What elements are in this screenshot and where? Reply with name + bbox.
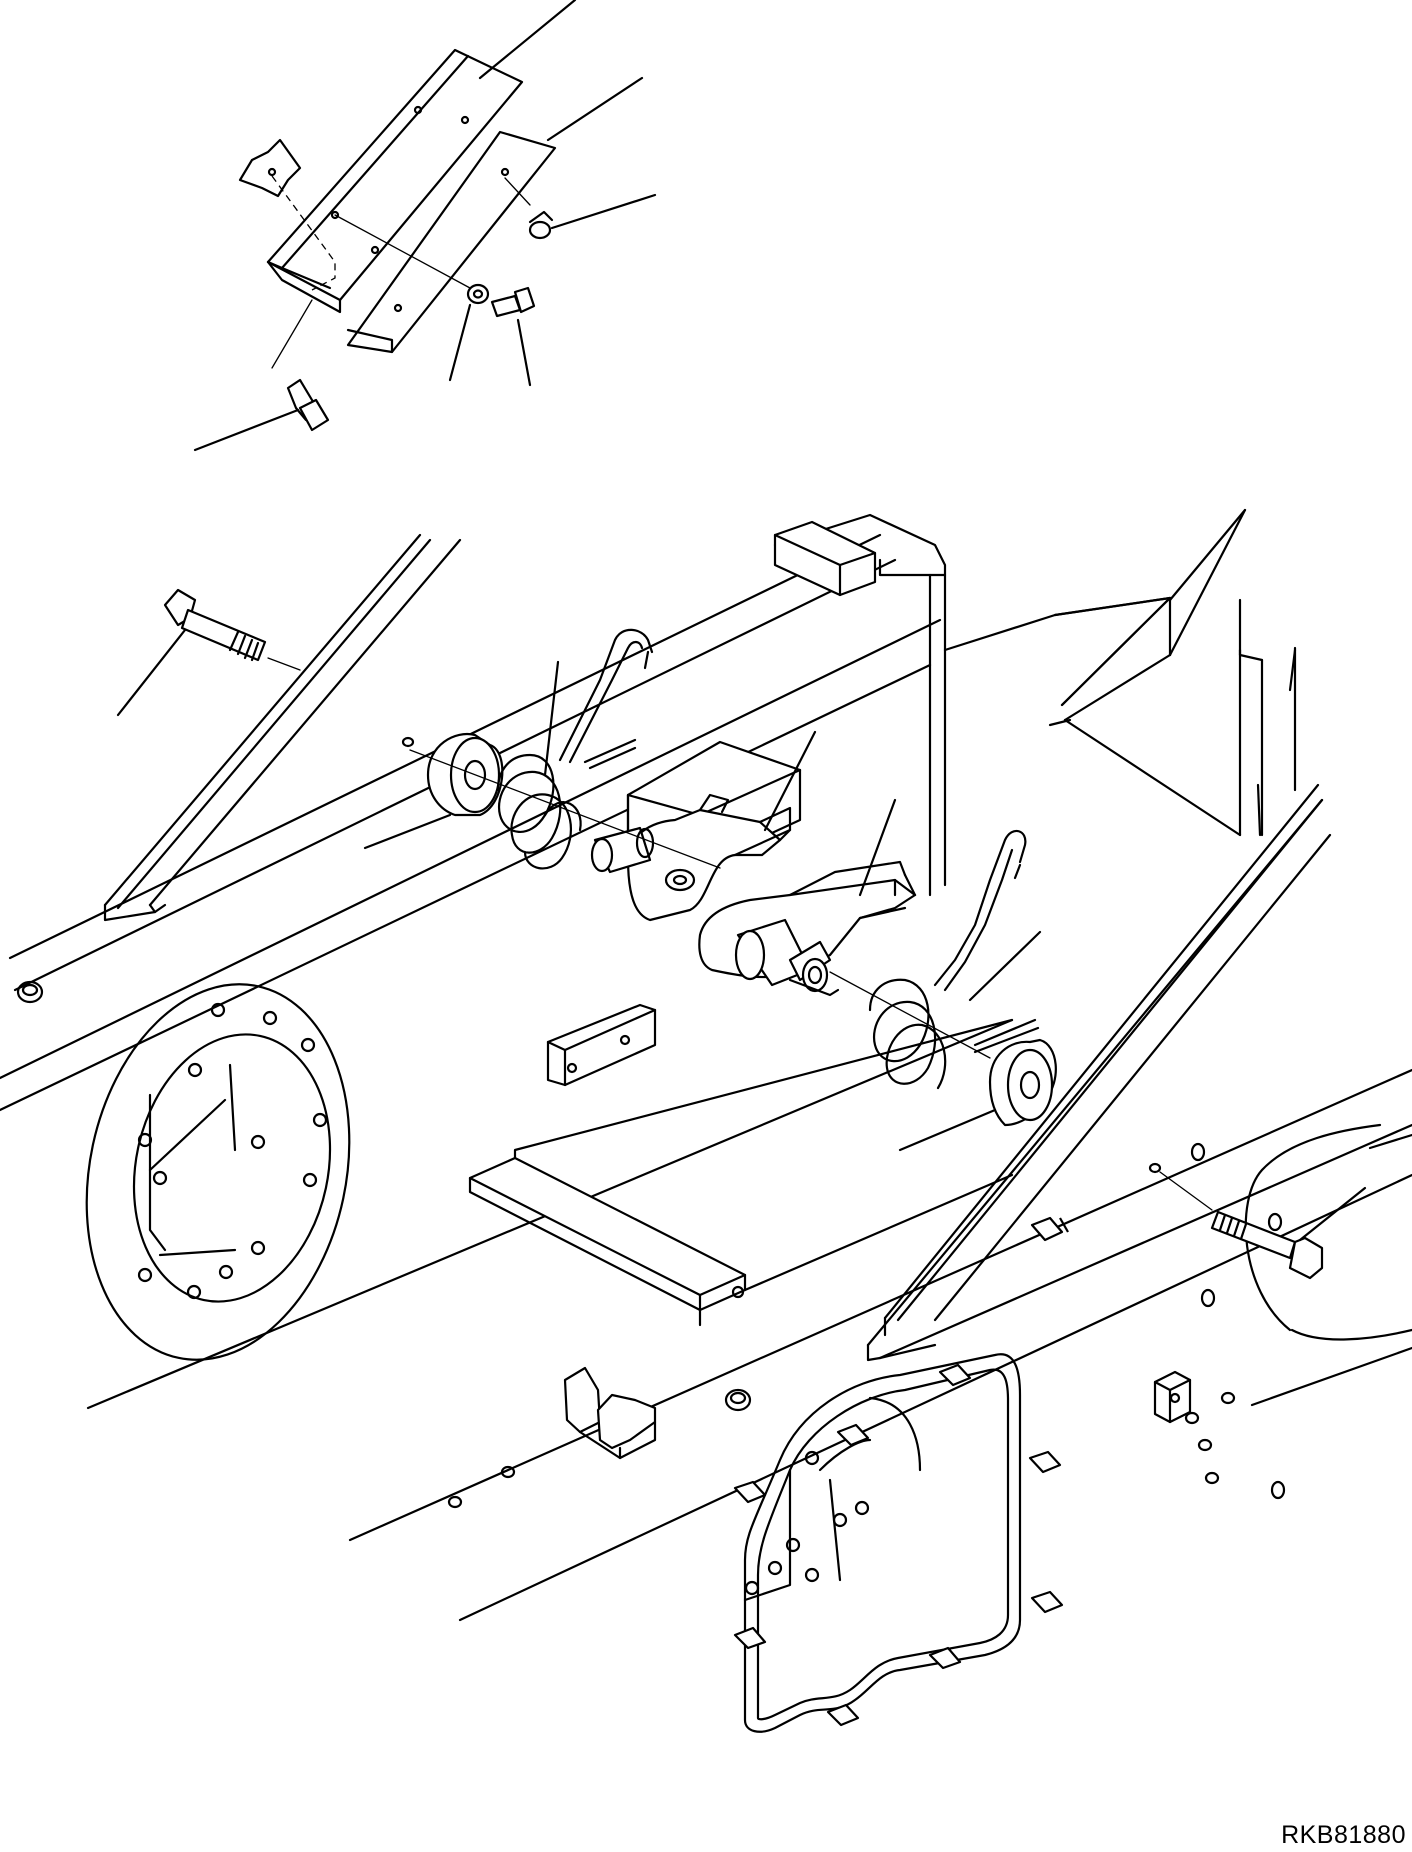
washer xyxy=(468,285,488,303)
idler-lever xyxy=(628,795,790,920)
rivet-bolt xyxy=(530,212,552,238)
track-frame xyxy=(0,510,1412,1620)
leader-lines xyxy=(118,630,1365,1240)
spring-assembly xyxy=(268,630,1056,1125)
label-plate xyxy=(240,140,300,196)
angle-plate xyxy=(268,50,522,300)
pivot-pin-right xyxy=(736,920,838,995)
torsion-spring-right xyxy=(870,831,1038,1088)
spring-collar-left xyxy=(428,734,502,815)
long-bolt-right xyxy=(1150,1164,1322,1278)
guide-assembly xyxy=(195,0,655,450)
cross-member xyxy=(470,1158,745,1295)
bracket-lug xyxy=(565,1368,655,1458)
lower-panel xyxy=(735,1218,1068,1732)
long-bolt-left xyxy=(165,590,265,660)
torsion-spring-left xyxy=(498,630,652,869)
drawing-code: RKB81880 xyxy=(1281,1821,1406,1849)
idler-flange-right xyxy=(1246,1125,1412,1405)
pivot-pin xyxy=(592,828,653,872)
spring-collar-right xyxy=(990,1040,1056,1125)
spacer-plate xyxy=(348,132,555,352)
cap-screw xyxy=(288,380,328,430)
idler-flange-left xyxy=(53,960,382,1385)
square-nut xyxy=(1155,1372,1190,1422)
studs xyxy=(735,1218,1068,1725)
hex-bolt-small xyxy=(492,288,534,316)
